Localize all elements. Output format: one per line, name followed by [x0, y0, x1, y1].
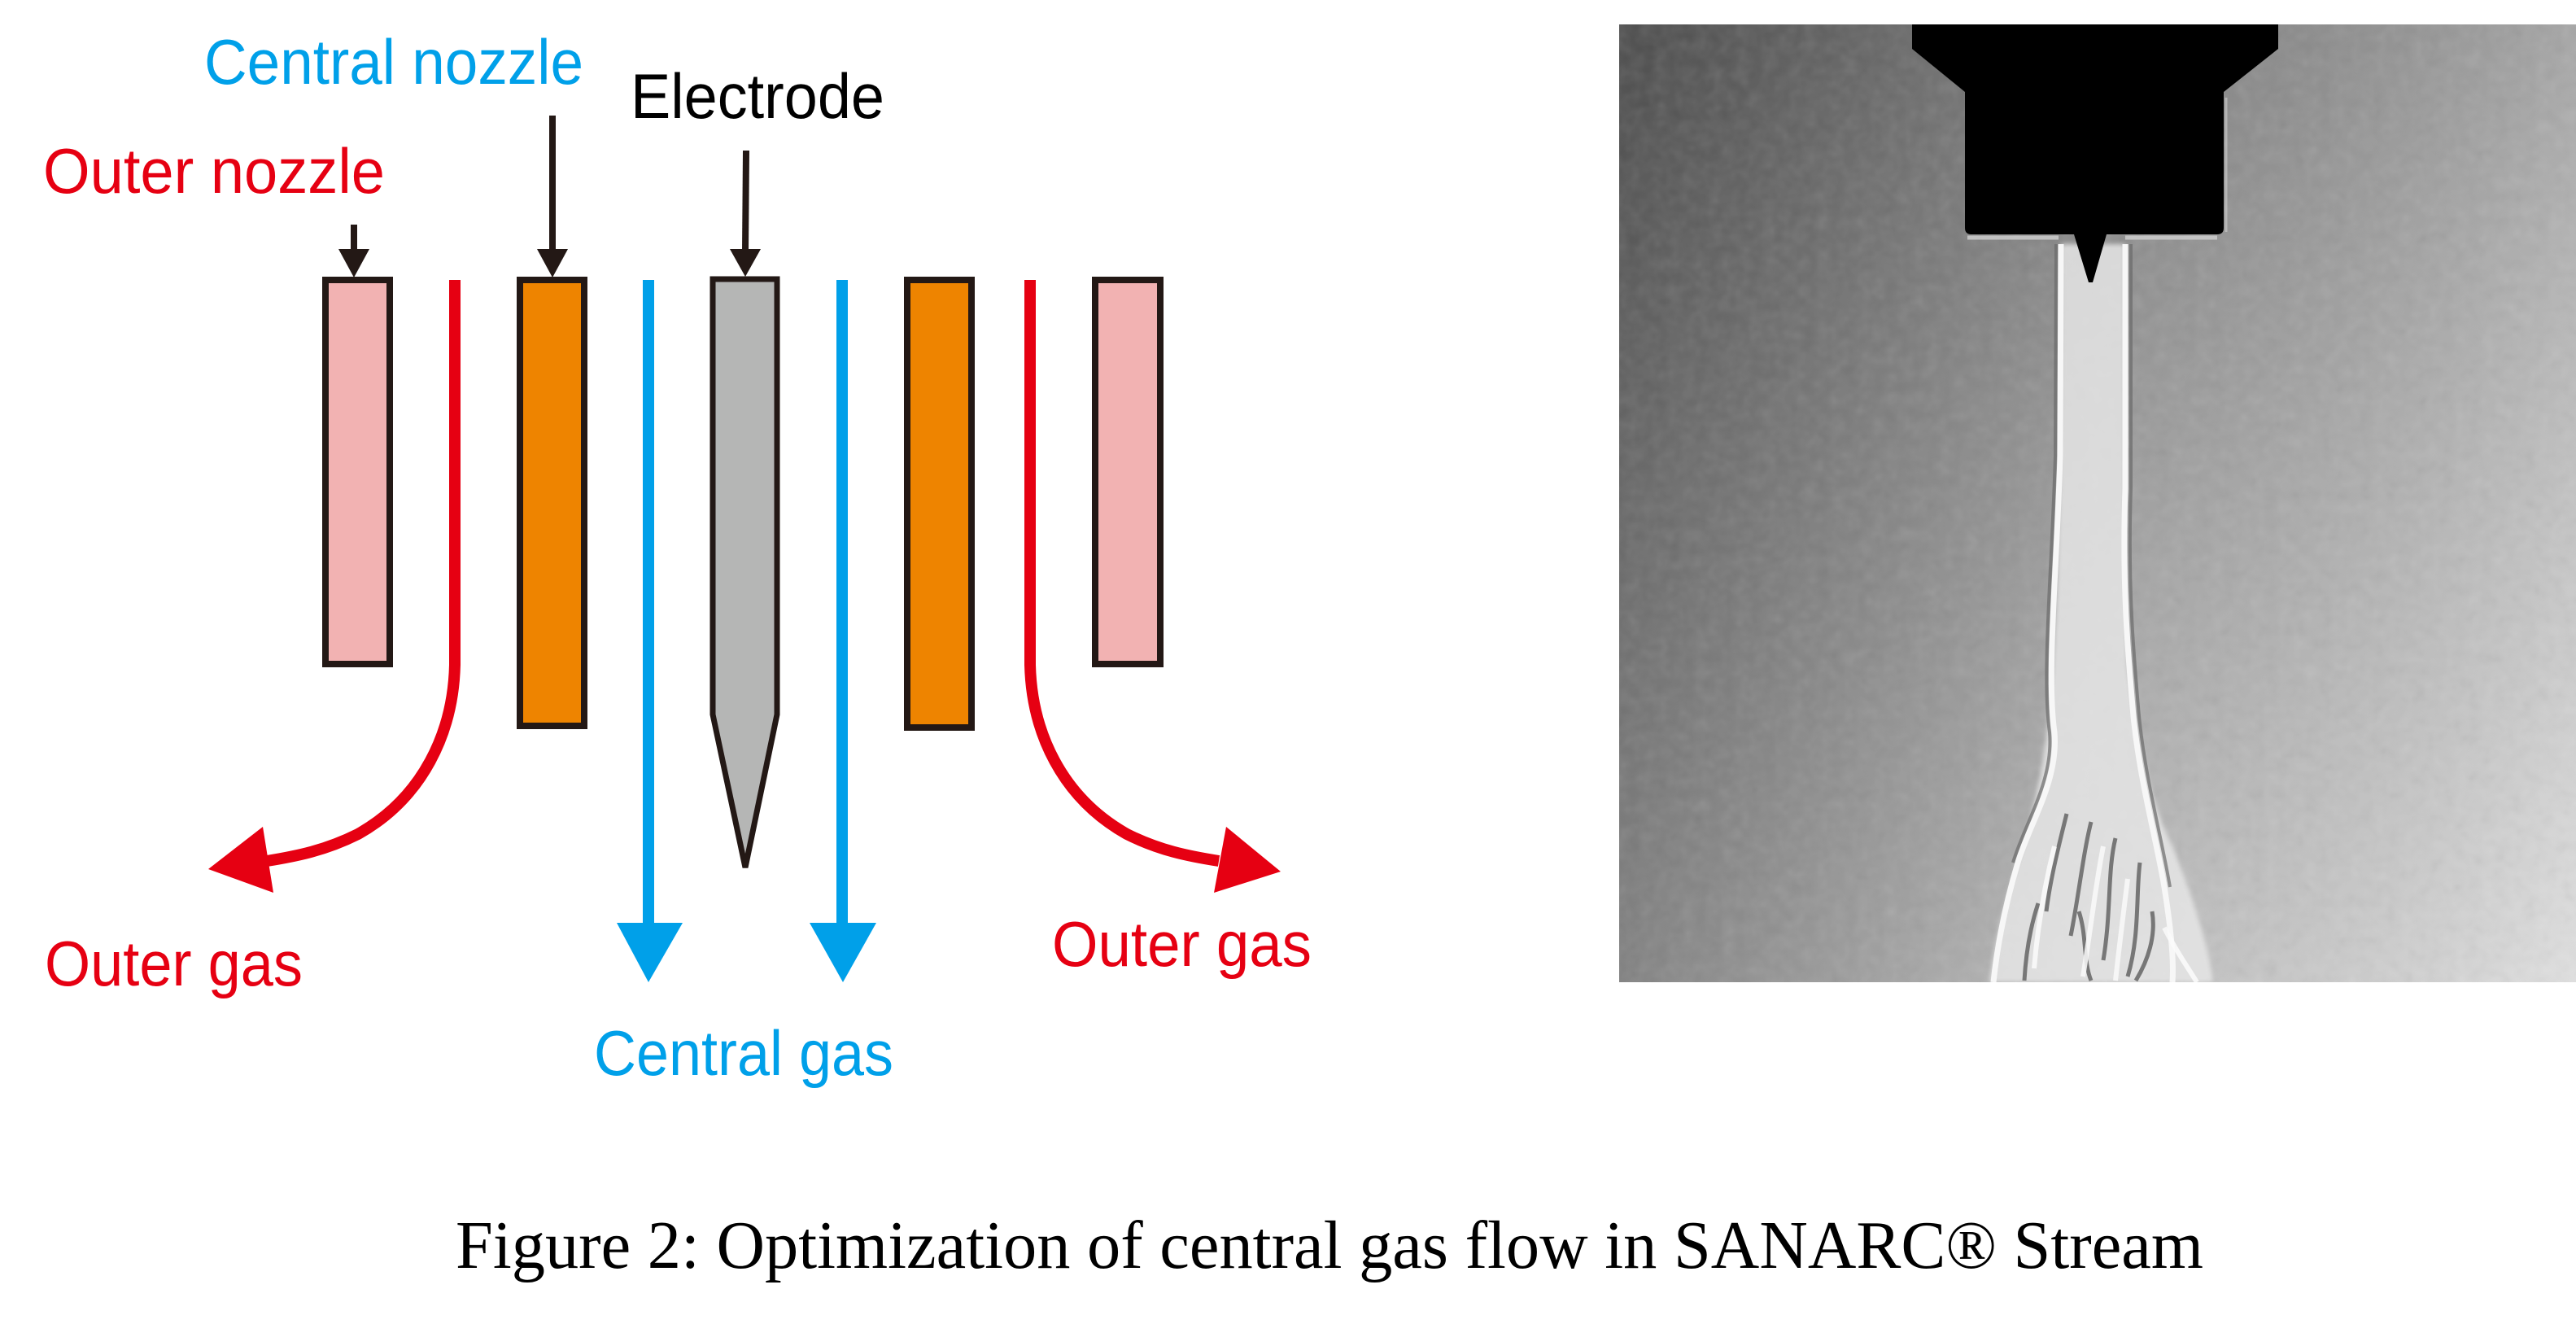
pointer-electrode	[730, 150, 761, 277]
outer-gas-flow-left	[208, 280, 461, 893]
central-nozzle-left	[517, 277, 587, 729]
label-central-nozzle: Central nozzle	[204, 26, 583, 98]
outer-gas-flow-right	[1024, 280, 1281, 893]
label-outer-gas-right: Outer gas	[1052, 908, 1312, 980]
pointer-outer-nozzle	[338, 225, 369, 277]
central-nozzle-right	[904, 277, 975, 731]
outer-gas-arrowhead-left	[208, 827, 273, 893]
photo-turbulence	[2022, 813, 2155, 982]
electrode	[709, 276, 780, 868]
figure-caption: Figure 2: Optimization of central gas fl…	[456, 1208, 2203, 1283]
central-gas-flow-right	[810, 280, 876, 982]
photo-gas-stream	[1989, 243, 2213, 982]
label-outer-gas-left: Outer gas	[45, 928, 303, 999]
outer-gas-arrowhead-right	[1214, 827, 1281, 893]
label-central-gas: Central gas	[594, 1017, 893, 1089]
central-gas-flow-left	[617, 280, 683, 982]
central-gas-arrowhead-left	[617, 923, 683, 982]
outer-nozzle-right	[1092, 277, 1164, 667]
photo-nozzle	[1912, 24, 2278, 282]
label-electrode: Electrode	[631, 60, 884, 132]
central-gas-arrowhead-right	[810, 923, 876, 982]
pointer-central-nozzle	[537, 116, 568, 277]
label-outer-nozzle: Outer nozzle	[43, 135, 385, 207]
outer-nozzle-left	[322, 277, 393, 667]
nozzle-schematic: Central nozzle Electrode Outer nozzle	[43, 26, 1312, 1089]
stream-photo	[1619, 24, 2576, 982]
